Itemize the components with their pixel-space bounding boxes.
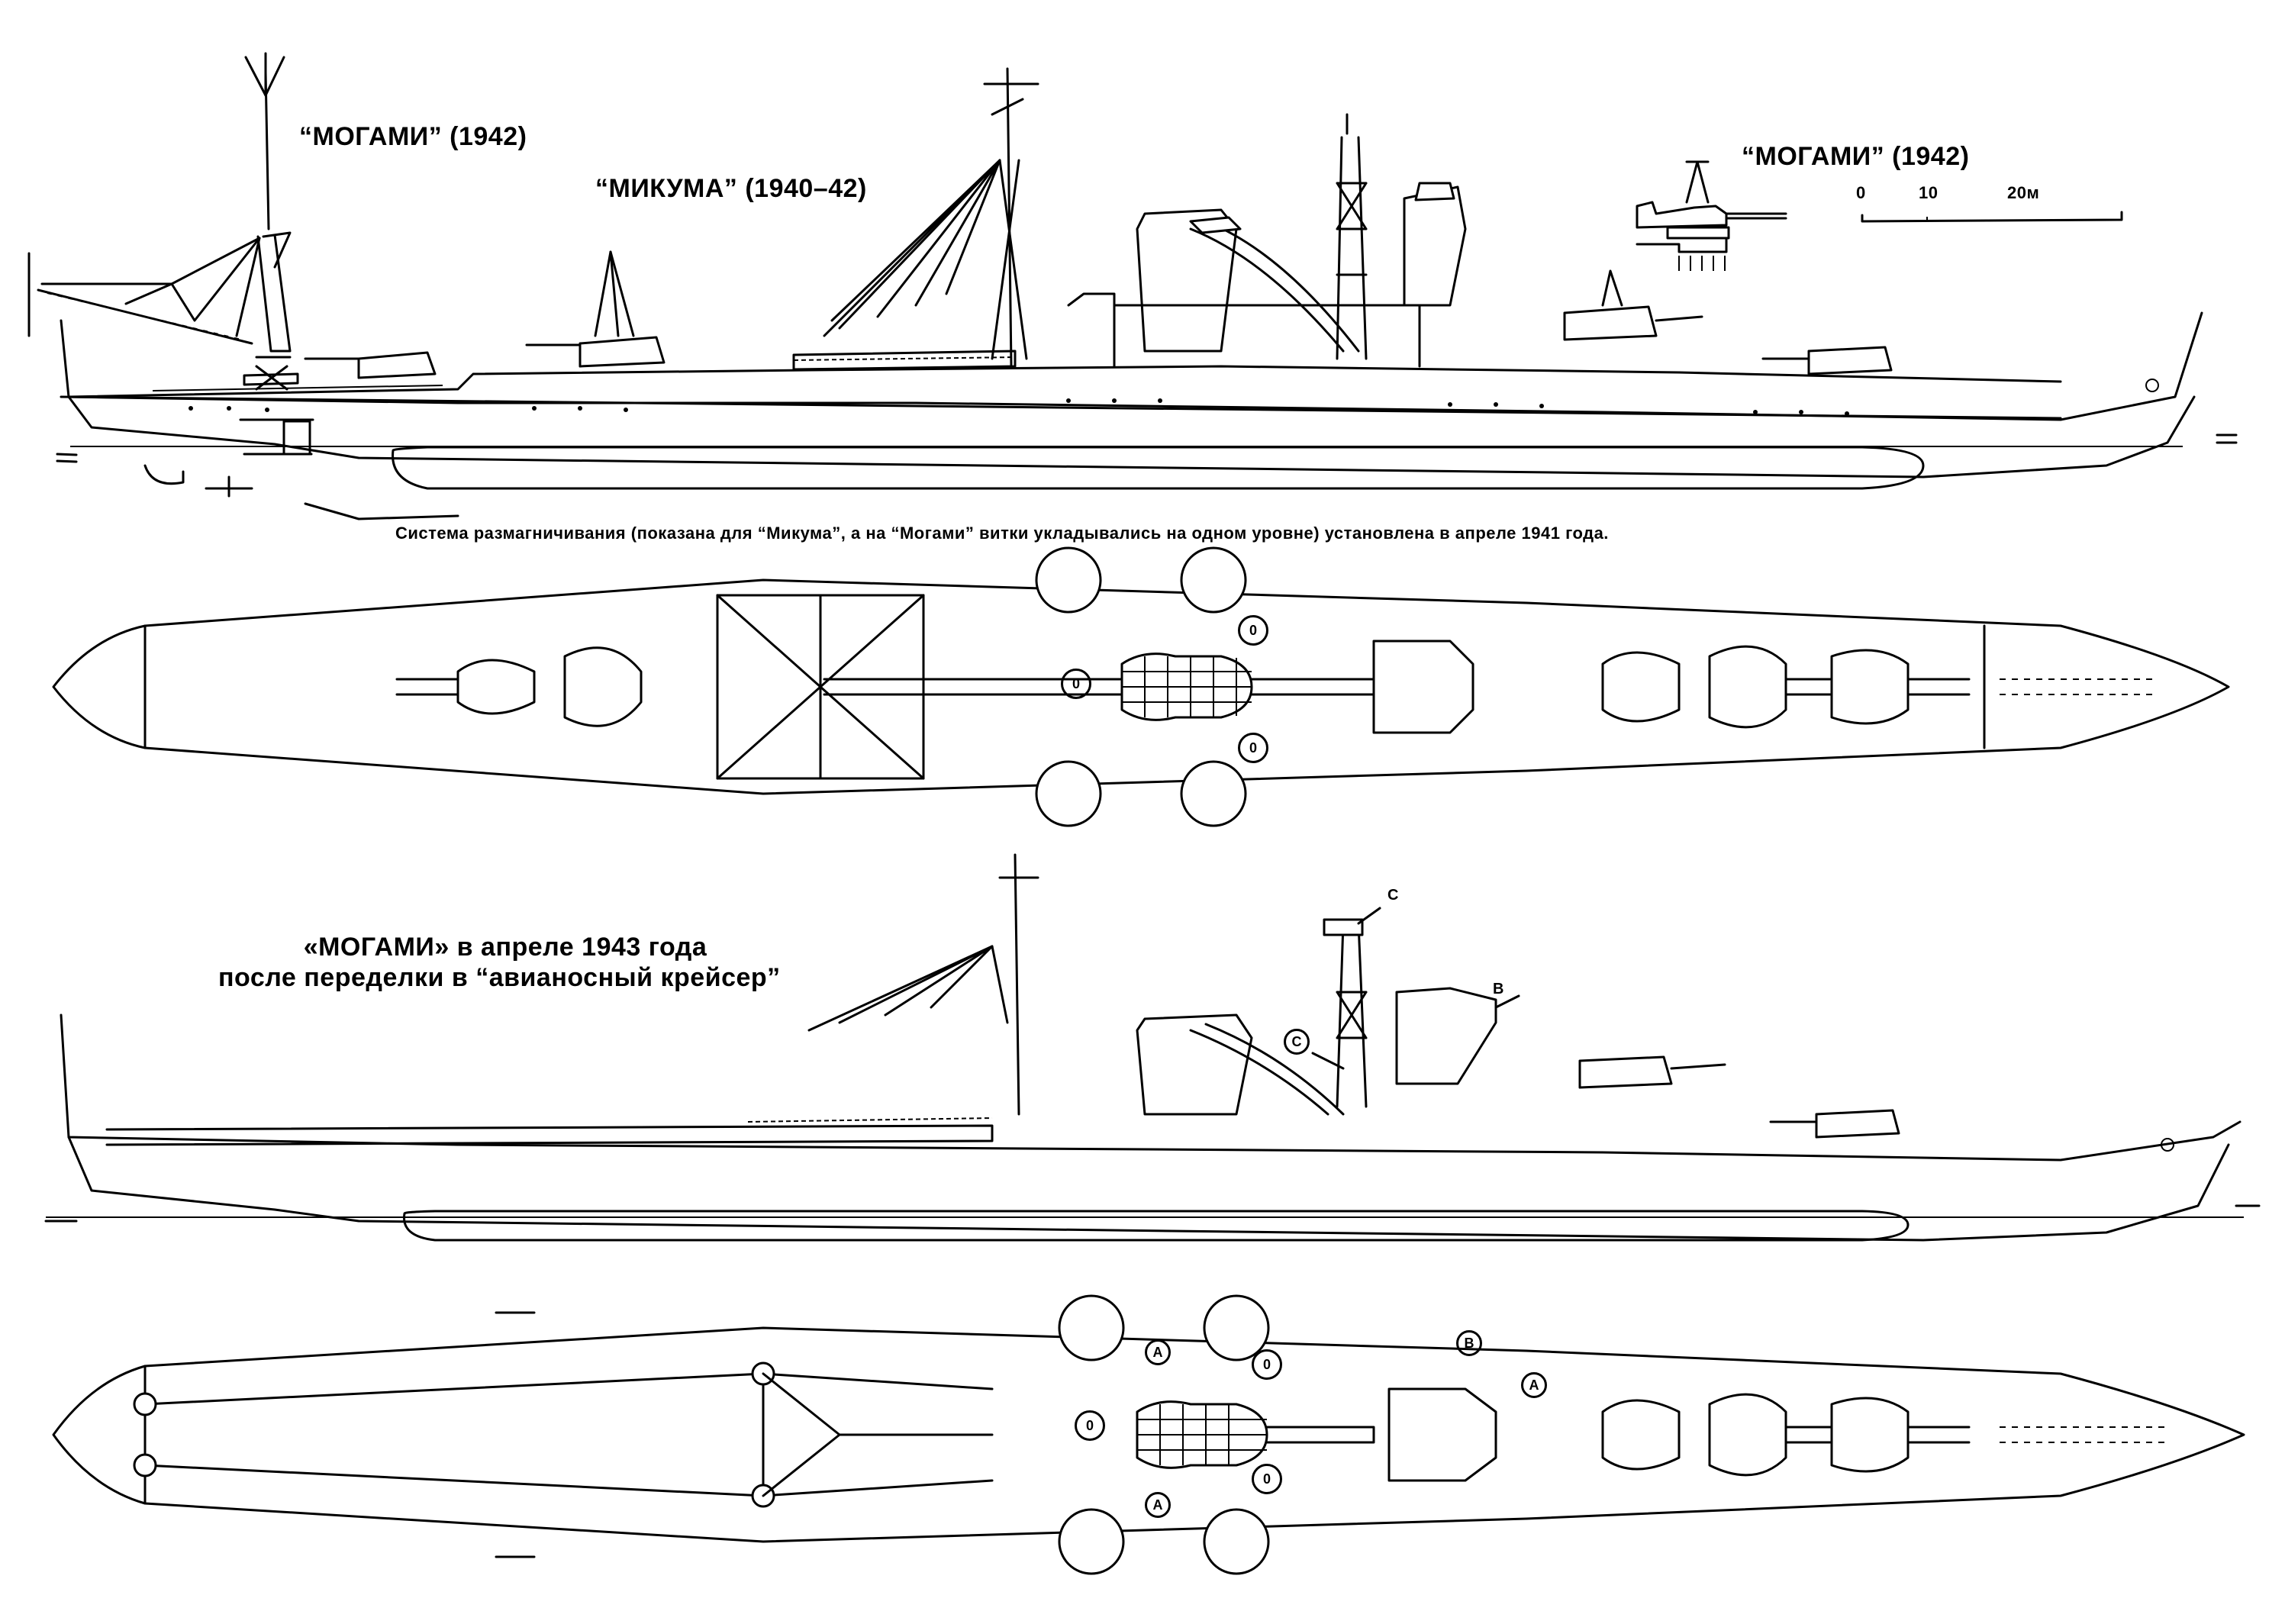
scale-bar-line [1861, 211, 2123, 223]
callout-b-plan: B [1456, 1330, 1482, 1356]
callout-c-radar: C [1387, 887, 1399, 904]
plan-1940-marker-3: 0 [1238, 733, 1268, 763]
turret-inset [1636, 160, 1787, 271]
inset-mast-title: “МОГАМИ” (1942) [299, 122, 527, 151]
profile-1943-title-line2: после переделки в “авианосный крейсер” [218, 963, 781, 992]
profile-1940-title: “МИКУМА” (1940–42) [595, 174, 867, 203]
profile-1940 [56, 67, 2238, 520]
callout-b-bridge: B [1493, 981, 1504, 997]
plan-1940-marker-1: 0 [1238, 615, 1268, 646]
scale-tick-20: 20м [2007, 183, 2040, 202]
scale-tick-0: 0 [1856, 183, 1866, 202]
callout-c-circled: C [1284, 1029, 1310, 1055]
profile-1943 [44, 853, 2261, 1242]
plan-1943-marker-1: 0 [1252, 1349, 1282, 1380]
profile-1943-title-line1: «МОГАМИ» в апреле 1943 года [303, 933, 707, 962]
scale-tick-10: 10 [1919, 183, 1939, 202]
inset-turret-title: “МОГАМИ” (1942) [1742, 142, 1970, 171]
callout-a-3: A [1521, 1372, 1547, 1398]
plan-1943-marker-3: 0 [1252, 1464, 1282, 1494]
callout-a-2: A [1145, 1492, 1171, 1518]
plan-1940 [52, 546, 2230, 827]
plan-1943-marker-2: 0 [1075, 1410, 1105, 1441]
degaussing-caption: Система размагничивания (показана для “М… [395, 524, 1609, 543]
plan-1943 [52, 1294, 2245, 1575]
